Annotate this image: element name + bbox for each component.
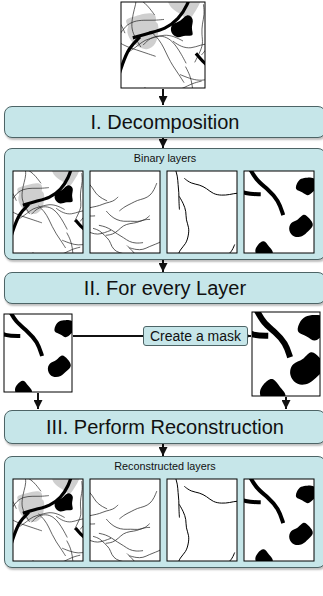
- step-label: Create a mask: [150, 328, 241, 344]
- panel-heading: Binary layers: [5, 149, 323, 164]
- step-label: I. Decomposition: [91, 111, 240, 134]
- map-thumbnail: [50, 478, 170, 562]
- map-thumbnail: [209, 296, 323, 410]
- step-label: III. Perform Reconstruction: [46, 416, 284, 439]
- process-box: Create a mask: [143, 326, 248, 346]
- map-thumbnail: [50, 170, 170, 254]
- map-thumbnail: [199, 170, 315, 254]
- flow-arrow: [162, 260, 164, 272]
- flow-arrow: [37, 393, 39, 409]
- map-thumbnail: [167, 478, 246, 562]
- layer-panel: Reconstructed layers: [4, 456, 323, 568]
- map-thumbnail: [199, 478, 315, 562]
- step-band: I. Decomposition: [4, 106, 323, 138]
- flow-arrow: [285, 397, 287, 409]
- step-band: III. Perform Reconstruction: [4, 410, 323, 444]
- flow-arrow: [162, 138, 164, 148]
- map-thumbnail: [167, 170, 246, 254]
- step-label: II. For every Layer: [84, 277, 246, 300]
- panel-heading: Reconstructed layers: [5, 457, 323, 472]
- illustration-layer: [0, 0, 323, 410]
- flow-arrow: [162, 444, 164, 456]
- layer-panel: Binary layers: [4, 148, 323, 260]
- flow-arrow: [162, 89, 164, 105]
- map-thumbnail: [0, 295, 75, 401]
- thumbnail-strip: [12, 478, 315, 562]
- step-band: II. For every Layer: [4, 272, 323, 304]
- thumbnail-strip: [12, 170, 315, 254]
